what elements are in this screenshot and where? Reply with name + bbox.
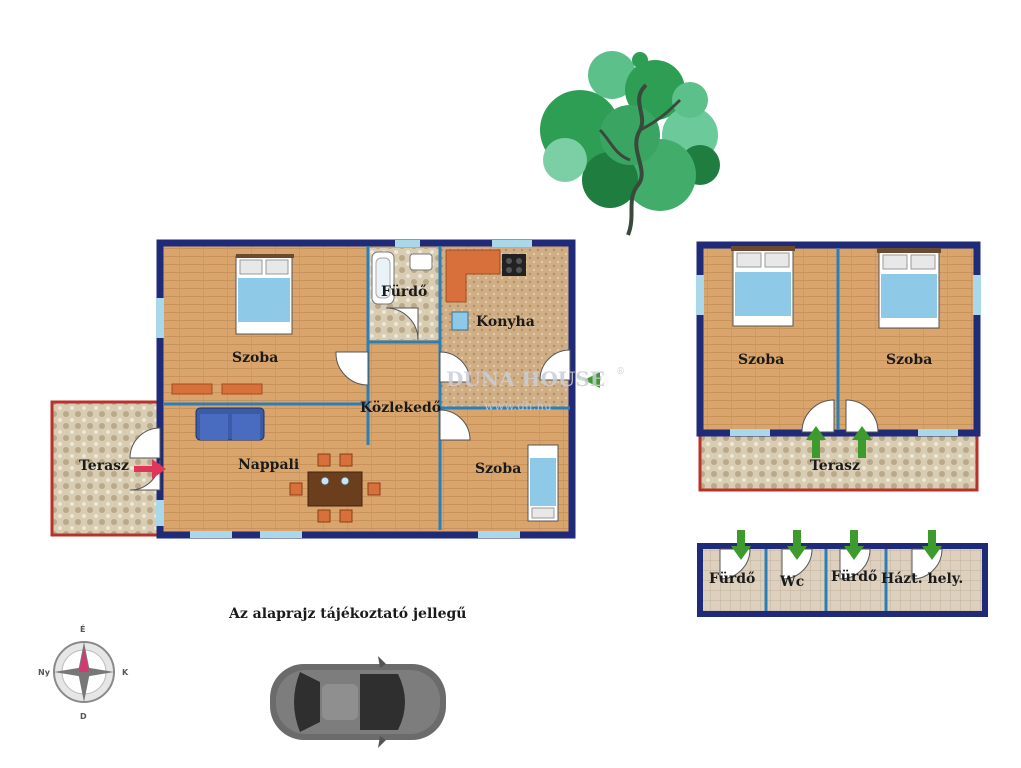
- upper-building: [696, 241, 981, 492]
- room-label-konyha: Konyha: [476, 314, 535, 330]
- entry-arrow-icon: [584, 372, 600, 388]
- room-label-upper-szoba-1: Szoba: [738, 352, 784, 368]
- bed-icon: [877, 248, 941, 329]
- bed-icon: [235, 254, 294, 335]
- bed-icon: [731, 246, 795, 327]
- svg-text:D: D: [80, 712, 87, 721]
- svg-text:Ny: Ny: [38, 668, 51, 677]
- svg-text:DUNA HOUSE: DUNA HOUSE: [446, 367, 605, 391]
- room-label-szoba-small: Szoba: [475, 461, 521, 477]
- sofa-icon: [195, 407, 265, 441]
- svg-text:É: É: [80, 623, 85, 634]
- room-label-kozlekedo: Közlekedő: [360, 400, 441, 416]
- stove-icon: [502, 254, 526, 276]
- compass-icon: É K D Ny: [38, 623, 129, 721]
- entry-arrow-icon: [806, 426, 826, 458]
- room-label-annex-furdo-2: Fürdő: [831, 569, 877, 585]
- bed-icon: [527, 444, 559, 522]
- room-label-nappali: Nappali: [238, 457, 299, 473]
- watermark: DUNA HOUSE www.dh.hu ®: [446, 367, 625, 413]
- door-arc-icon: [129, 307, 571, 491]
- car-icon: [270, 656, 446, 748]
- room-label-terasz-left: Terasz: [79, 458, 129, 474]
- svg-text:K: K: [122, 668, 129, 677]
- dining-table-icon: [289, 453, 381, 523]
- room-label-furdo: Fürdő: [381, 284, 427, 300]
- room-label-terasz-right: Terasz: [810, 458, 860, 474]
- main-house: [129, 239, 600, 539]
- bathtub-icon: [371, 251, 433, 305]
- room-label-szoba: Szoba: [232, 350, 278, 366]
- room-label-upper-szoba-2: Szoba: [886, 352, 932, 368]
- room-label-annex-haztartasi: Házt. hely.: [881, 571, 963, 587]
- svg-text:®: ®: [616, 367, 625, 377]
- room-label-annex-wc: Wc: [779, 574, 804, 590]
- tree-icon: [540, 51, 720, 236]
- entry-arrow-icon: [852, 426, 872, 458]
- disclaimer-note: Az alaprajz tájékoztató jellegű: [229, 606, 467, 622]
- room-label-annex-furdo-1: Fürdő: [709, 571, 755, 587]
- annex-building: [697, 530, 988, 617]
- entry-arrow-icon: [134, 459, 166, 479]
- svg-text:www.dh.hu: www.dh.hu: [484, 399, 552, 413]
